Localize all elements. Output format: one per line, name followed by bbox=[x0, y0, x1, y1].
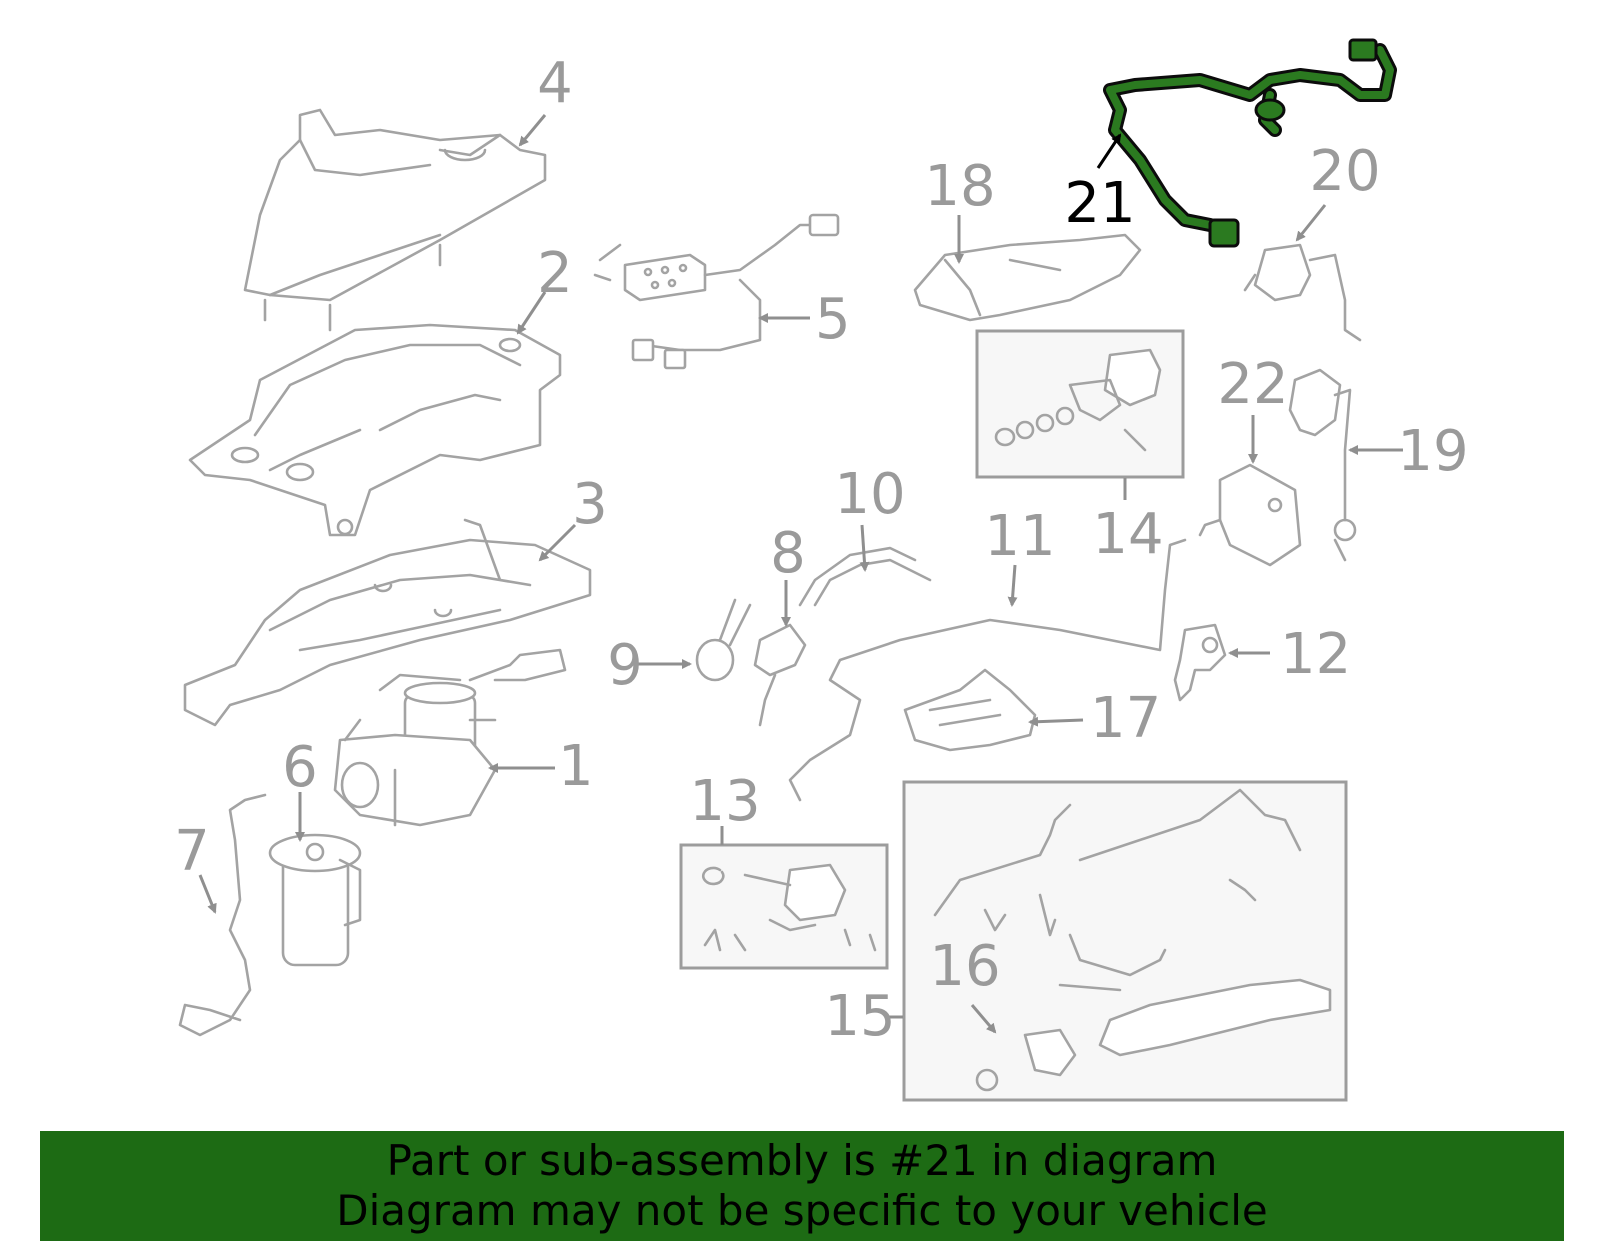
callout-3: 3 bbox=[572, 472, 608, 537]
part-22-module bbox=[1198, 463, 1302, 567]
banner-line-2: Diagram may not be specific to your vehi… bbox=[336, 1186, 1268, 1235]
callout-5: 5 bbox=[815, 287, 851, 352]
callout-2: 2 bbox=[537, 241, 573, 306]
callout-22: 22 bbox=[1217, 352, 1288, 417]
box-14-valve-kit bbox=[975, 329, 1185, 479]
part-1-pump bbox=[333, 648, 567, 827]
part-2-bracket bbox=[188, 323, 562, 537]
part-4-cover bbox=[243, 108, 547, 332]
part-7-tube bbox=[178, 793, 267, 1037]
callout-13: 13 bbox=[689, 769, 760, 834]
part-9-fitting bbox=[695, 598, 752, 682]
part-10-hose bbox=[798, 546, 932, 607]
callout-17: 17 bbox=[1090, 686, 1161, 751]
box-13-valve-kit bbox=[679, 843, 889, 970]
callout-14: 14 bbox=[1092, 502, 1163, 567]
callout-10: 10 bbox=[834, 462, 905, 527]
part-11-pipe bbox=[788, 538, 1187, 802]
callout-12: 12 bbox=[1280, 622, 1351, 687]
callout-8: 8 bbox=[770, 521, 806, 586]
callout-7: 7 bbox=[174, 819, 210, 884]
callout-21-highlighted: 21 bbox=[1064, 171, 1135, 236]
part-21-harness-highlighted bbox=[1103, 38, 1397, 248]
callout-15: 15 bbox=[824, 984, 895, 1049]
part-17-shield bbox=[903, 668, 1037, 752]
part-18-bracket bbox=[913, 233, 1142, 322]
banner-line-1: Part or sub-assembly is #21 in diagram bbox=[386, 1136, 1218, 1185]
callout-16: 16 bbox=[929, 934, 1000, 999]
callout-19: 19 bbox=[1397, 419, 1468, 484]
callout-20: 20 bbox=[1309, 139, 1380, 204]
part-3-plate bbox=[183, 518, 592, 727]
part-12-bracket bbox=[1173, 623, 1227, 702]
part-19-sensor bbox=[1288, 368, 1357, 562]
part-6-dryer bbox=[268, 833, 362, 967]
part-8-solenoid bbox=[753, 623, 807, 727]
callout-1: 1 bbox=[558, 734, 594, 799]
leader-lines bbox=[198, 114, 1403, 1034]
part-20-sensor bbox=[1243, 243, 1362, 342]
callout-6: 6 bbox=[282, 735, 318, 800]
callout-9: 9 bbox=[607, 633, 643, 698]
part-5-harness bbox=[593, 213, 840, 370]
callout-18: 18 bbox=[924, 154, 995, 219]
callout-4: 4 bbox=[537, 51, 573, 116]
box-15-strut-assembly bbox=[902, 780, 1348, 1102]
info-banner: Part or sub-assembly is #21 in diagram D… bbox=[40, 1131, 1564, 1241]
callout-11: 11 bbox=[984, 504, 1055, 569]
